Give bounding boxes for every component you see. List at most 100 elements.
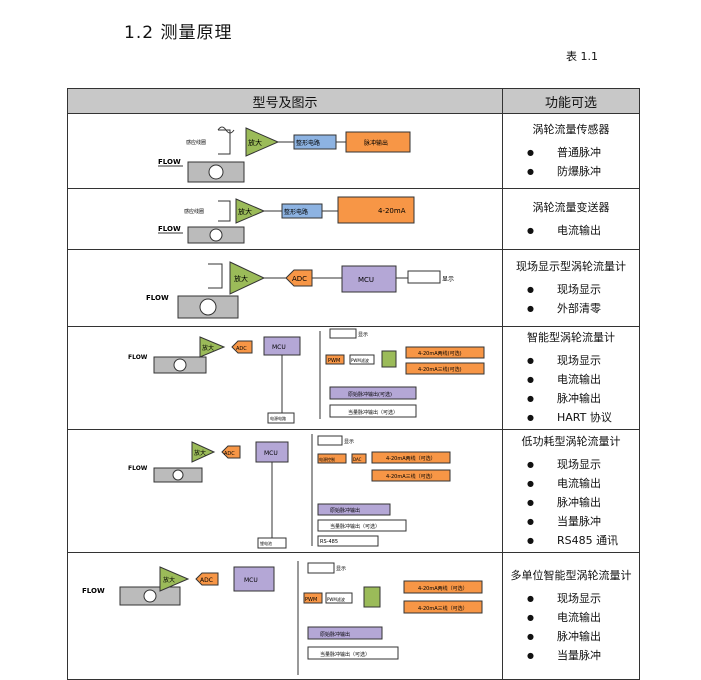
equiv-pulse-label: 当量脉冲输出（可选） — [348, 409, 398, 416]
column-header-function: 功能可选 — [502, 88, 640, 114]
flow-label: FLOW — [158, 225, 181, 233]
table-row: FLOW 感应线圈 放大 整形电路 4-20mA 涡轮流量变送器 电流输出 — [67, 188, 640, 250]
table-row: FLOW 感应线圈 放大 整形电路 脉冲输出 涡轮流量传感器 普通脉冲 防爆脉冲 — [67, 113, 640, 189]
equiv-pulse-label: 当量脉冲输出（可选） — [330, 523, 380, 530]
amp-label: 放大 — [238, 207, 252, 216]
sensor-label: 感应线圈 — [184, 208, 204, 215]
power-ctrl-label: 电源控制 — [319, 456, 335, 462]
sensor-label: 感应线圈 — [186, 139, 206, 146]
feature-item: 脉冲输出 — [527, 493, 639, 512]
flow-label: FLOW — [82, 587, 105, 595]
pulse-opt-label: 原始脉冲输出(可选) — [348, 391, 392, 398]
diagram-cell: FLOW 放大 ADC MCU 显示 电源控制 DAC 4-20mA两线（可选）… — [67, 429, 503, 553]
pulse-out-label: 脉冲输出 — [364, 139, 388, 147]
amp-label: 放大 — [202, 344, 214, 352]
flow-label: FLOW — [128, 354, 148, 361]
transmitter-diagram: FLOW 感应线圈 放大 整形电路 4-20mA — [158, 196, 415, 244]
feature-item: 外部清零 — [527, 299, 639, 318]
diagram-cell: FLOW 感应线圈 放大 整形电路 4-20mA — [67, 188, 503, 250]
pwm-label: PWM — [328, 358, 340, 364]
feature-item: 防爆脉冲 — [527, 162, 639, 181]
mA-3wire-label: 4-20mA三线(可选) — [418, 366, 462, 373]
flow-label: FLOW — [158, 158, 181, 166]
display-label: 显示 — [344, 439, 354, 445]
mA-2wire-label: 4-20mA两线(可选) — [418, 350, 462, 357]
mcu-label: MCU — [264, 450, 278, 457]
power-label: 电源电路 — [270, 415, 286, 421]
section-title: 1.2 测量原理 — [124, 23, 233, 43]
feature-item: HART 协议 — [527, 408, 639, 427]
mcu-label: MCU — [272, 344, 286, 351]
mA-2wire-label: 4-20mA两线（可选） — [418, 585, 468, 592]
rs485-label: RS-485 — [320, 539, 338, 545]
smart-diagram: FLOW 放大 ADC MCU 显示 PWM PWM滤波 4-20mA两线(可选… — [128, 328, 485, 424]
feature-item: 现场显示 — [527, 589, 639, 608]
diagram-cell: FLOW 放大 ADC MCU 显示 PWM PWM滤波 4-20mA两线(可选… — [67, 326, 503, 430]
feature-item: 现场显示 — [527, 351, 639, 370]
feature-item: 脉冲输出 — [527, 627, 639, 646]
feature-list: 现场显示 外部清零 — [503, 280, 639, 318]
diagram-cell: FLOW 放大 ADC MCU 显示 — [67, 249, 503, 327]
feature-item: 现场显示 — [527, 280, 639, 299]
feature-item: 电流输出 — [527, 474, 639, 493]
feature-item: 当量脉冲 — [527, 512, 639, 531]
diagram-cell: FLOW 放大 ADC MCU 显示 PWM PWM滤波 4-20mA两线（可选… — [67, 552, 503, 680]
table-row: FLOW 放大 ADC MCU 显示 PWM PWM滤波 4-20mA两线(可选… — [67, 326, 640, 430]
local-display-diagram: FLOW 放大 ADC MCU 显示 — [146, 261, 454, 319]
pulse-opt-label: 原始脉冲输出 — [320, 631, 350, 638]
mA-2wire-label: 4-20mA两线（可选） — [386, 455, 436, 462]
table-row: FLOW 放大 ADC MCU 显示 现场显示型涡轮流量计 现场显示 外部清零 — [67, 249, 640, 327]
flow-label: FLOW — [128, 465, 148, 472]
filter-label: PWM滤波 — [351, 357, 369, 363]
feature-item: 现场显示 — [527, 455, 639, 474]
battery-label: 锂电池 — [260, 540, 272, 546]
model-name: 涡轮流量变送器 — [532, 200, 610, 214]
mA-out-label: 4-20mA — [378, 207, 406, 215]
table-label: 表 1.1 — [566, 50, 598, 63]
table-header: 型号及图示 功能可选 — [67, 88, 640, 114]
model-name: 涡轮流量传感器 — [532, 123, 610, 136]
adc-label: ADC — [200, 577, 213, 584]
amp-label: 放大 — [248, 138, 262, 147]
dac-label: DAC — [353, 457, 362, 462]
display-label: 显示 — [442, 276, 454, 283]
function-cell: 涡轮流量变送器 电流输出 — [502, 188, 640, 250]
model-name: 智能型涡轮流量计 — [527, 331, 615, 344]
pwm-label: PWM — [305, 597, 317, 603]
shaper-label: 整形电路 — [296, 139, 320, 147]
feature-list: 现场显示 电流输出 脉冲输出 当量脉冲 RS485 通讯 — [503, 455, 639, 550]
model-name: 多单位智能型涡轮流量计 — [510, 569, 632, 582]
mcu-label: MCU — [244, 577, 258, 584]
feature-list: 现场显示 电流输出 脉冲输出 当量脉冲 — [503, 589, 639, 665]
sensor-diagram: FLOW 感应线圈 放大 整形电路 脉冲输出 — [158, 126, 411, 183]
mA-3wire-label: 4-20mA三线（可选） — [418, 605, 468, 612]
feature-list: 现场显示 电流输出 脉冲输出 HART 协议 — [503, 351, 639, 427]
display-label: 显示 — [358, 332, 368, 338]
feature-item: 普通脉冲 — [527, 143, 639, 162]
multi-unit-diagram: FLOW 放大 ADC MCU 显示 PWM PWM滤波 4-20mA两线（可选… — [82, 561, 483, 675]
pulse-opt-label: 原始脉冲输出 — [330, 507, 360, 514]
feature-item: RS485 通讯 — [527, 531, 639, 550]
function-cell: 智能型涡轮流量计 现场显示 电流输出 脉冲输出 HART 协议 — [502, 326, 640, 430]
feature-item: 脉冲输出 — [527, 389, 639, 408]
principle-table: 型号及图示 功能可选 FLOW 感应线圈 放大 整形电路 脉冲输出 — [67, 88, 640, 680]
model-name: 低功耗型涡轮流量计 — [521, 434, 621, 448]
table-row: FLOW 放大 ADC MCU 显示 电源控制 DAC 4-20mA两线（可选）… — [67, 429, 640, 553]
function-cell: 多单位智能型涡轮流量计 现场显示 电流输出 脉冲输出 当量脉冲 — [502, 552, 640, 680]
adc-label: ADC — [292, 275, 307, 283]
display-label: 显示 — [336, 566, 346, 572]
mA-3wire-label: 4-20mA三线（可选） — [386, 473, 436, 480]
shaper-label: 整形电路 — [284, 208, 308, 216]
column-header-diagram: 型号及图示 — [67, 88, 503, 114]
function-cell: 现场显示型涡轮流量计 现场显示 外部清零 — [502, 249, 640, 327]
adc-label: ADC — [236, 346, 247, 352]
model-name: 现场显示型涡轮流量计 — [516, 260, 626, 273]
flow-label: FLOW — [146, 294, 169, 302]
low-power-diagram: FLOW 放大 ADC MCU 显示 电源控制 DAC 4-20mA两线（可选）… — [128, 434, 451, 549]
feature-item: 电流输出 — [527, 370, 639, 389]
feature-list: 电流输出 — [503, 221, 639, 240]
filter-label: PWM滤波 — [327, 596, 345, 602]
equiv-pulse-label: 当量脉冲输出（可选） — [320, 651, 370, 658]
adc-label: ADC — [224, 451, 235, 457]
feature-item: 当量脉冲 — [527, 646, 639, 665]
